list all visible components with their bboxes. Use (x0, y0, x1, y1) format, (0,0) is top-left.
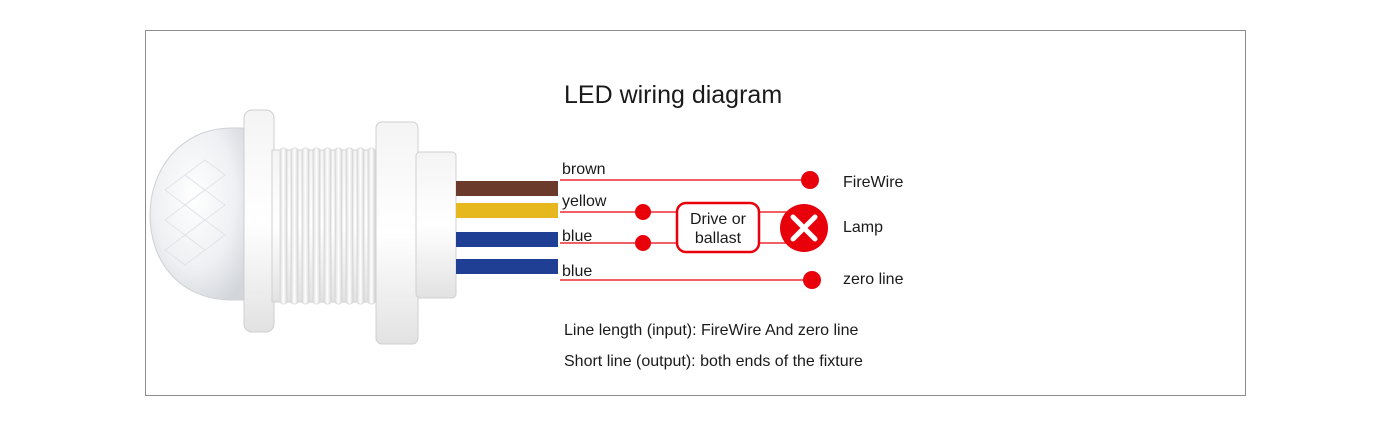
blue-wire-1 (456, 232, 558, 247)
thread-ridge (301, 147, 310, 305)
junction-dot (635, 235, 651, 251)
thread-ridge (290, 147, 299, 305)
firewire-terminal-dot (801, 171, 819, 189)
brown-wire (456, 181, 558, 196)
wire-label-blue-2: blue (562, 263, 592, 280)
terminal-label-zero: zero line (843, 271, 904, 288)
blue-wire-2 (456, 259, 558, 274)
thread-ridge (279, 147, 288, 305)
zero-terminal-dot (803, 271, 821, 289)
connection-lines (560, 179, 812, 281)
driver-label-line1: Drive or (690, 211, 747, 228)
thread-ridge (334, 147, 343, 305)
note-short-line: Short line (output): both ends of the fi… (564, 353, 863, 370)
thread-ridge (367, 147, 376, 305)
wire-label-yellow: yellow (562, 193, 607, 210)
wire-stubs (456, 181, 558, 274)
thread-ridge (312, 147, 321, 305)
note-line-length: Line length (input): FireWire And zero l… (564, 322, 858, 339)
diagram-title: LED wiring diagram (564, 81, 782, 109)
junction-dot (635, 204, 651, 220)
thread-ridges (279, 147, 376, 305)
thread-ridge (356, 147, 365, 305)
wire-label-blue-1: blue (562, 228, 592, 245)
terminal-label-firewire: FireWire (843, 174, 904, 191)
lamp-cross-icon (780, 204, 828, 252)
junction-dots (635, 171, 821, 289)
pir-sensor-icon (149, 109, 457, 345)
terminal-label-lamp: Lamp (843, 219, 883, 236)
yellow-wire (456, 203, 558, 218)
driver-label-line2: ballast (695, 230, 742, 247)
thread-ridge (323, 147, 332, 305)
wire-label-brown: brown (562, 161, 606, 178)
driver-box: Drive or ballast (675, 201, 761, 254)
thread-ridge (345, 147, 354, 305)
